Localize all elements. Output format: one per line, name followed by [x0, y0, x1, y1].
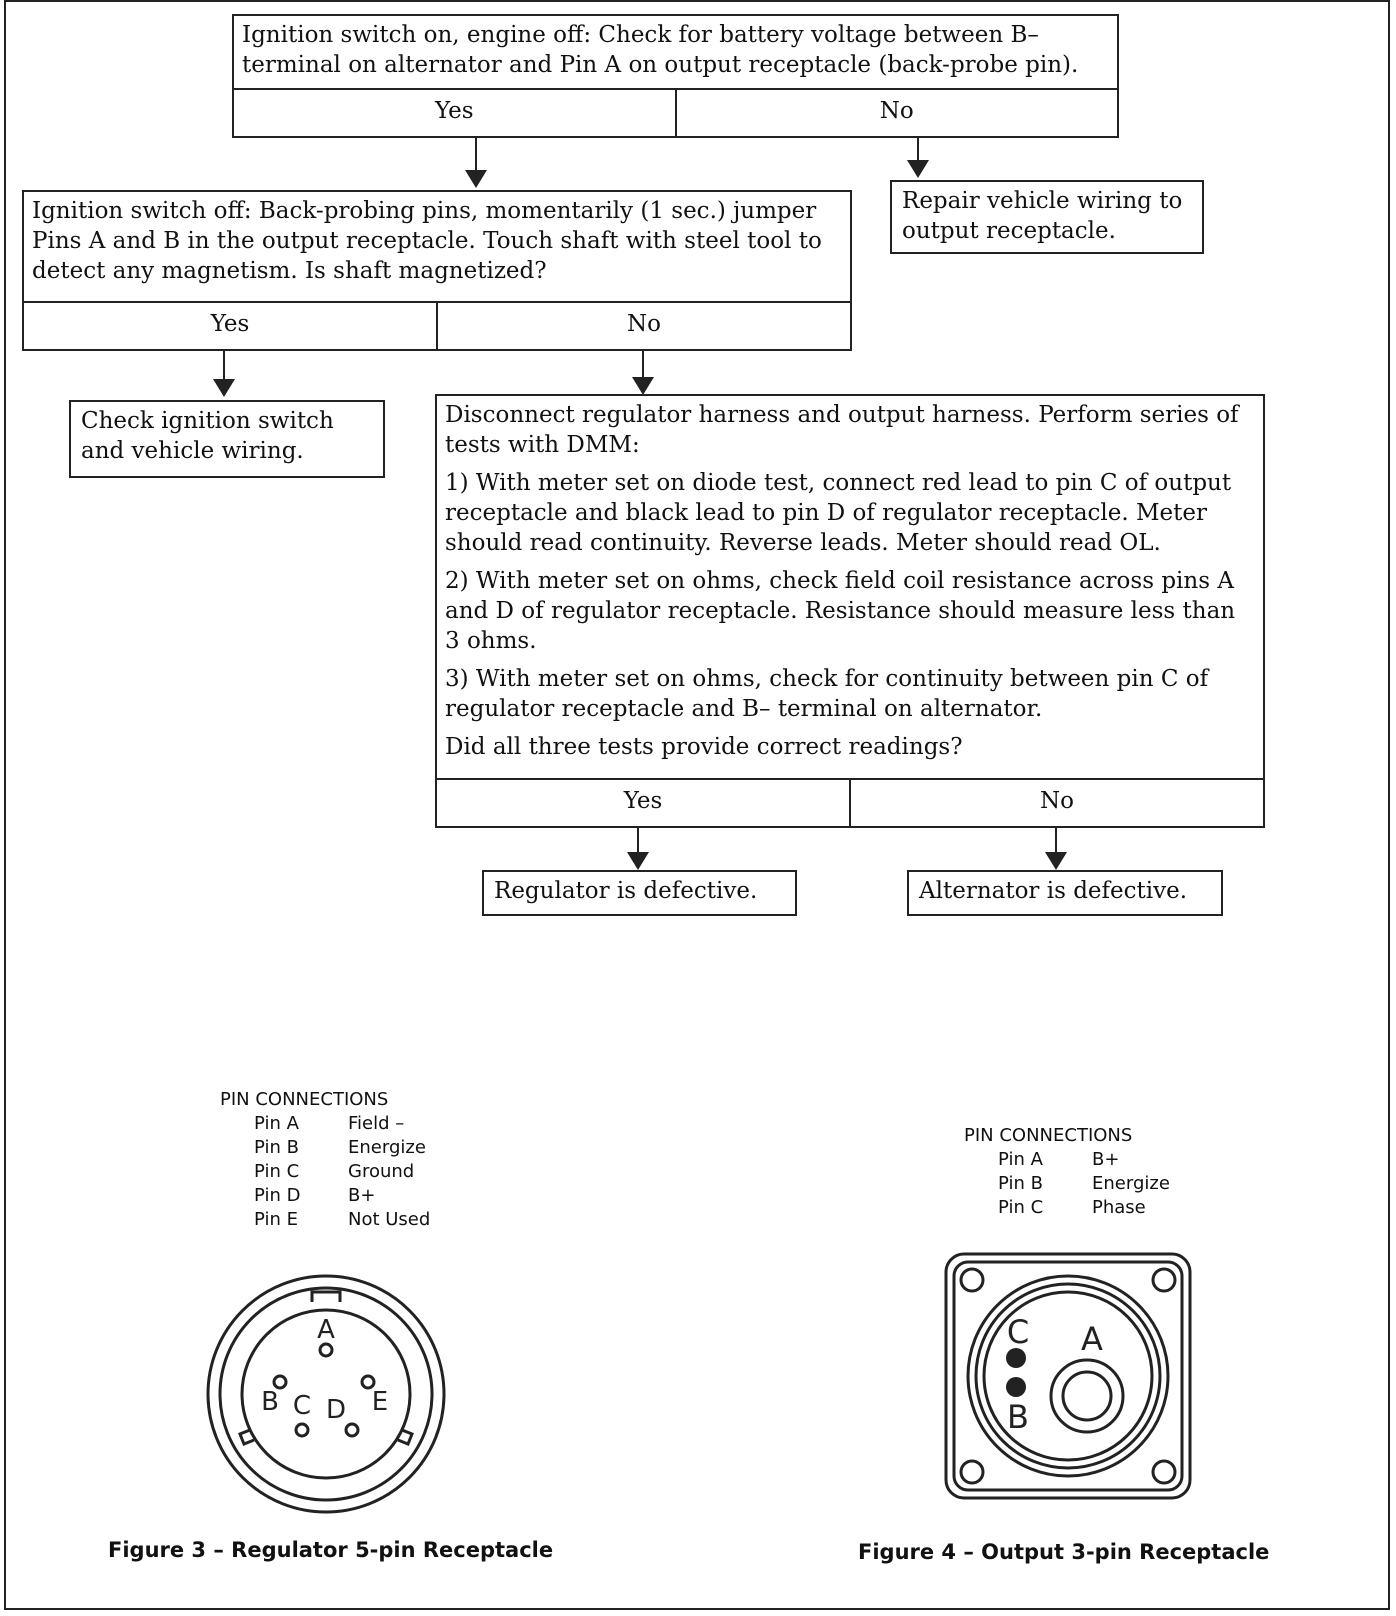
figure4-pin-connections: PIN CONNECTIONS Pin A B+ Pin B Energize Pi…: [964, 1124, 1170, 1220]
step3-yes-result: Regulator is defective.: [482, 870, 797, 916]
table-row: Pin A Field –: [254, 1112, 430, 1136]
arrow-step1-no: [907, 138, 929, 178]
pin-function: Phase: [1092, 1197, 1146, 1218]
table-row: Pin D B+: [254, 1184, 430, 1208]
pin-function: Field –: [348, 1113, 405, 1134]
table-row: Pin C Phase: [998, 1196, 1170, 1220]
pin-name: Pin D: [254, 1185, 301, 1206]
step1-box: Ignition switch on, engine off: Check fo…: [232, 14, 1119, 138]
step2-answers: Yes No: [24, 301, 850, 349]
pin-function: Not Used: [348, 1209, 431, 1230]
table-row: Pin B Energize: [254, 1136, 430, 1160]
output-receptacle-drawing: A B C: [944, 1252, 1192, 1500]
arrow-step3-yes: [627, 828, 649, 870]
pin-function: Energize: [348, 1137, 426, 1158]
pin-name: Pin C: [254, 1161, 300, 1182]
step3-test3: 3) With meter set on ohms, check for con…: [445, 666, 1209, 722]
figure4-pin-heading: PIN CONNECTIONS: [964, 1125, 1133, 1146]
pin-function: Ground: [348, 1161, 415, 1182]
table-row: Pin B Energize: [998, 1172, 1170, 1196]
pin-name: Pin A: [998, 1149, 1043, 1170]
pin-label-a: A: [1081, 1320, 1103, 1358]
pin-name: Pin E: [254, 1209, 298, 1230]
step3-no-label: No: [849, 780, 1263, 826]
step1-answers: Yes No: [234, 88, 1117, 136]
page-frame: [4, 0, 1390, 1610]
step3-answers: Yes No: [437, 778, 1263, 826]
arrow-step2-yes: [213, 351, 235, 397]
arrow-step1-yes: [465, 138, 487, 188]
regulator-receptacle-drawing: A B C D E: [206, 1274, 446, 1514]
pin-name: Pin A: [254, 1113, 299, 1134]
pin-function: Energize: [1092, 1173, 1170, 1194]
step3-test2: 2) With meter set on ohms, check field c…: [445, 568, 1236, 654]
table-row: Pin C Ground: [254, 1160, 430, 1184]
step1-question: Ignition switch on, engine off: Check fo…: [242, 22, 1079, 78]
step2-no-label: No: [436, 303, 850, 349]
figure4-pin-table: Pin A B+ Pin B Energize Pin C Phase: [998, 1148, 1170, 1220]
step2-box: Ignition switch off: Back-probing pins, …: [22, 190, 852, 351]
pin-name: Pin B: [254, 1137, 299, 1158]
pin-label-d: D: [326, 1395, 346, 1425]
step1-no-label: No: [674, 90, 1118, 136]
table-row: Pin A B+: [998, 1148, 1170, 1172]
pin-label-a: A: [317, 1315, 335, 1345]
step2-yes-result: Check ignition switch and vehicle wiring…: [69, 400, 385, 478]
pin-label-b: B: [1007, 1398, 1029, 1436]
step1-yes-label: Yes: [434, 98, 474, 124]
pin-name: Pin C: [998, 1197, 1044, 1218]
table-row: Pin E Not Used: [254, 1208, 430, 1232]
step3-test1: 1) With meter set on diode test, connect…: [445, 470, 1232, 556]
step3-intro: Disconnect regulator harness and output …: [445, 402, 1239, 458]
figure3-caption: Figure 3 – Regulator 5-pin Receptacle: [108, 1538, 554, 1562]
pin-label-e: E: [372, 1387, 388, 1417]
figure3-pin-connections: PIN CONNECTIONS Pin A Field – Pin B Energi…: [220, 1088, 430, 1232]
figure4-caption: Figure 4 – Output 3-pin Receptacle: [858, 1540, 1270, 1564]
step3-no-result: Alternator is defective.: [907, 870, 1223, 916]
arrow-step2-no: [632, 351, 654, 395]
step2-yes-label: Yes: [210, 311, 250, 337]
step3-yes-label: Yes: [623, 788, 663, 814]
step3-box: Disconnect regulator harness and output …: [435, 394, 1265, 828]
step1-no-result: Repair vehicle wiring to output receptac…: [890, 180, 1204, 254]
step2-question: Ignition switch off: Back-probing pins, …: [32, 198, 822, 284]
pin-label-c: C: [293, 1391, 311, 1421]
step3-text: Disconnect regulator harness and output …: [437, 396, 1263, 774]
figure3-pin-heading: PIN CONNECTIONS: [220, 1089, 389, 1110]
pin-function: B+: [1092, 1149, 1120, 1170]
pin-label-b: B: [261, 1387, 279, 1417]
pin-name: Pin B: [998, 1173, 1043, 1194]
figure3-pin-table: Pin A Field – Pin B Energize Pin C Ground P…: [254, 1112, 430, 1232]
pin-label-c: C: [1007, 1313, 1029, 1351]
pin-function: B+: [348, 1185, 376, 1206]
arrow-step3-no: [1045, 828, 1067, 870]
step3-question: Did all three tests provide correct read…: [445, 734, 963, 760]
